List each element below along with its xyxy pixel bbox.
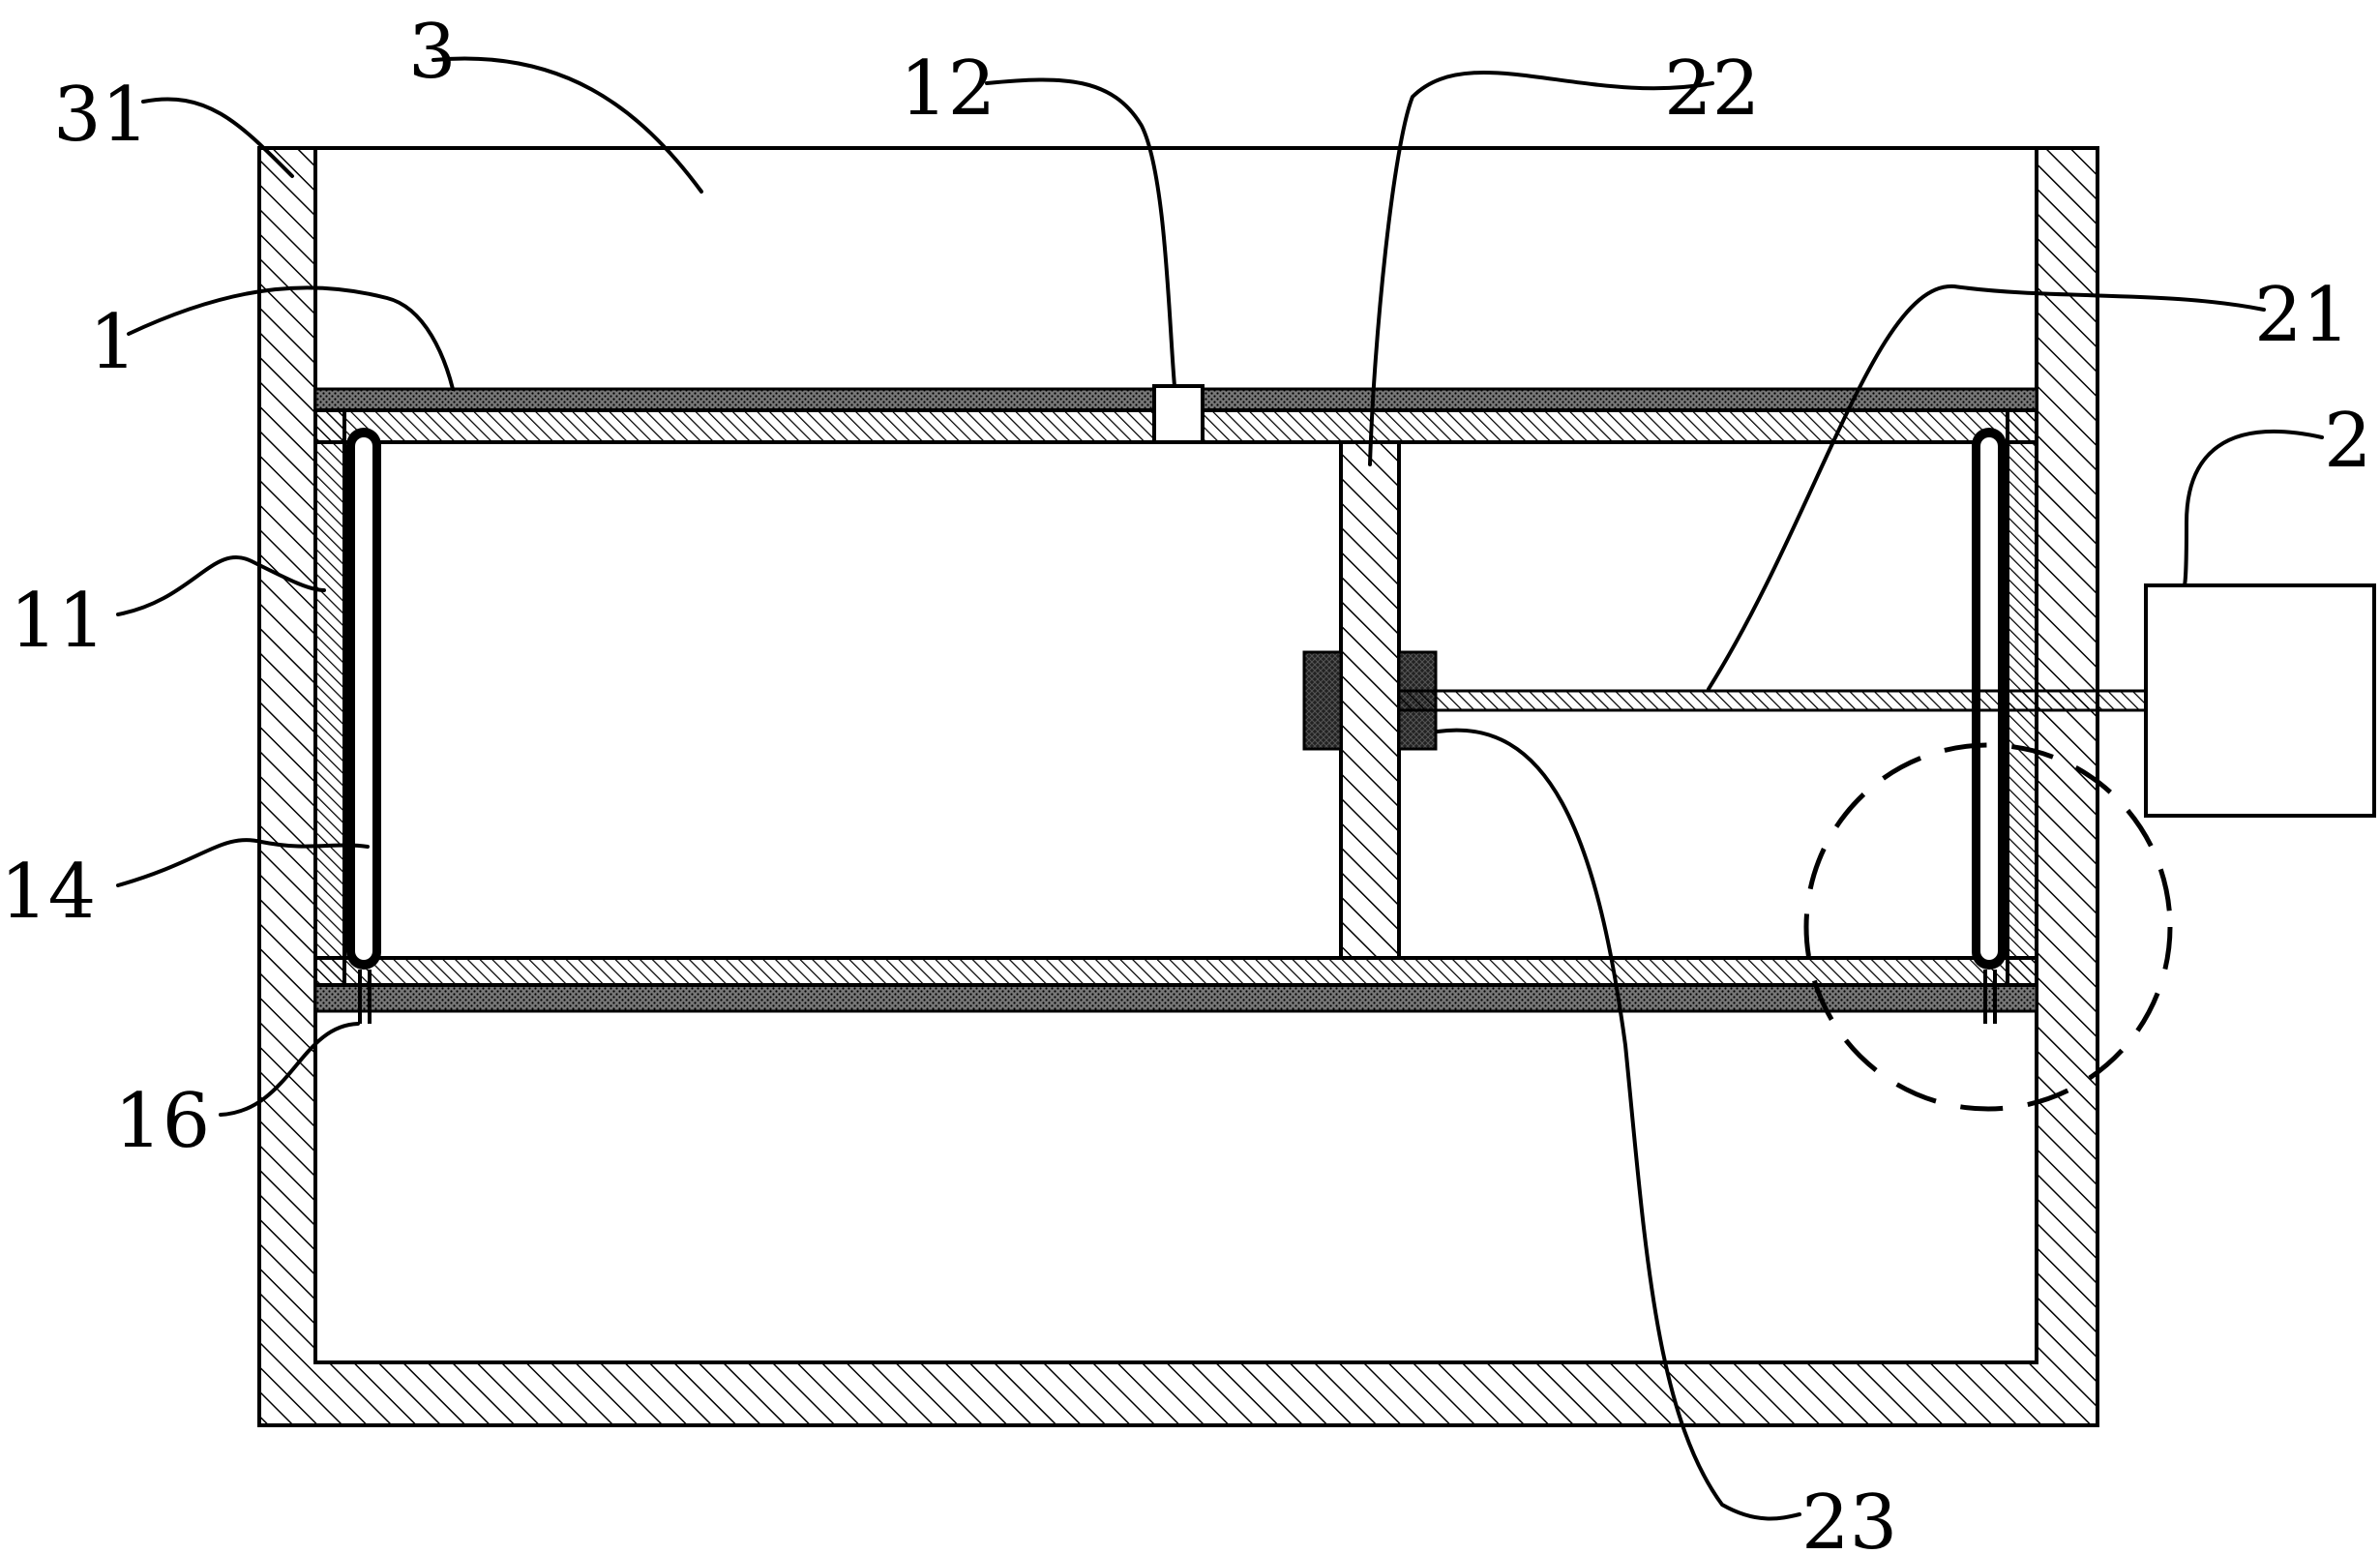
drive-unit (2144, 583, 2376, 818)
push-rod (1397, 689, 2148, 712)
label-16: 16 (114, 1078, 210, 1165)
label-12: 12 (900, 45, 996, 133)
left-heater-tube (346, 428, 381, 1024)
label-31: 31 (53, 72, 149, 159)
leader-lines (116, 56, 2324, 1521)
lower-seal-strip (313, 983, 2038, 1013)
label-21: 21 (2254, 272, 2350, 359)
detail-circle (1803, 742, 2173, 1112)
partition-plate (1339, 440, 1401, 960)
top-opening (1152, 384, 1205, 444)
label-11: 11 (10, 578, 105, 665)
label-3: 3 (408, 9, 457, 96)
reference-labels: 31 3 12 22 1 21 2 11 14 16 23 (0, 9, 2372, 1554)
inner-box-bottom-plate (313, 956, 2038, 987)
connector-block (1302, 650, 1438, 751)
label-14: 14 (0, 849, 96, 936)
label-22: 22 (1664, 45, 1760, 133)
label-1: 1 (89, 299, 137, 386)
label-23: 23 (1801, 1479, 1897, 1554)
right-heater-tube (1972, 428, 2007, 1024)
inner-box-left-wall (313, 408, 346, 987)
label-2: 2 (2324, 398, 2372, 485)
